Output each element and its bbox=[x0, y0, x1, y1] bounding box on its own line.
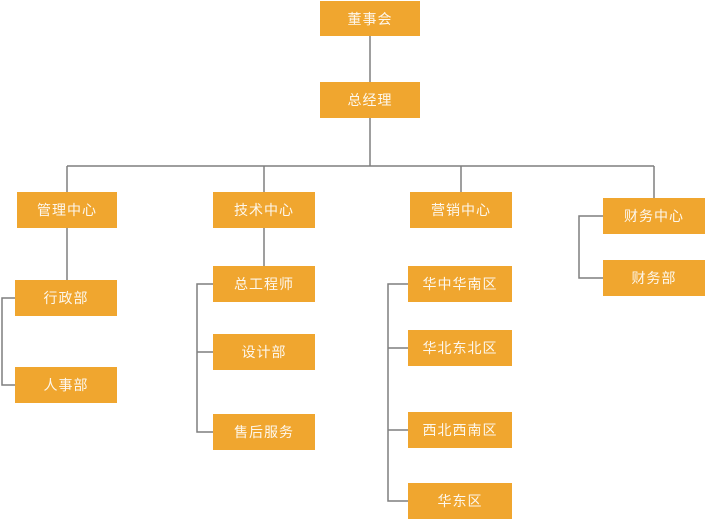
org-node-region-east[interactable]: 华东区 bbox=[408, 483, 512, 519]
connector-bracket-administration-hr bbox=[1, 297, 15, 386]
org-node-general-manager[interactable]: 总经理 bbox=[320, 82, 420, 118]
connector-bracket-regions bbox=[387, 283, 408, 502]
org-node-technology-center[interactable]: 技术中心 bbox=[213, 192, 315, 228]
org-node-board[interactable]: 董事会 bbox=[320, 1, 420, 36]
org-node-region-north-northeast[interactable]: 华北东北区 bbox=[408, 330, 512, 366]
org-node-marketing-center[interactable]: 营销中心 bbox=[410, 192, 512, 228]
connector-bracket-finance-dept bbox=[578, 215, 603, 279]
org-node-management-center[interactable]: 管理中心 bbox=[17, 192, 117, 228]
org-node-hr-dept[interactable]: 人事部 bbox=[15, 367, 117, 403]
connector-bracket-chief-engineer-depts bbox=[196, 283, 213, 433]
org-node-after-sales-service[interactable]: 售后服务 bbox=[213, 414, 315, 450]
org-node-design-dept[interactable]: 设计部 bbox=[213, 334, 315, 370]
org-node-finance-center[interactable]: 财务中心 bbox=[603, 198, 705, 234]
org-node-finance-dept[interactable]: 财务部 bbox=[603, 260, 705, 296]
org-node-chief-engineer[interactable]: 总工程师 bbox=[213, 266, 315, 302]
org-node-region-central-south[interactable]: 华中华南区 bbox=[408, 266, 512, 302]
org-node-administration-dept[interactable]: 行政部 bbox=[15, 280, 117, 316]
org-node-region-northwest-southwest[interactable]: 西北西南区 bbox=[408, 412, 512, 448]
